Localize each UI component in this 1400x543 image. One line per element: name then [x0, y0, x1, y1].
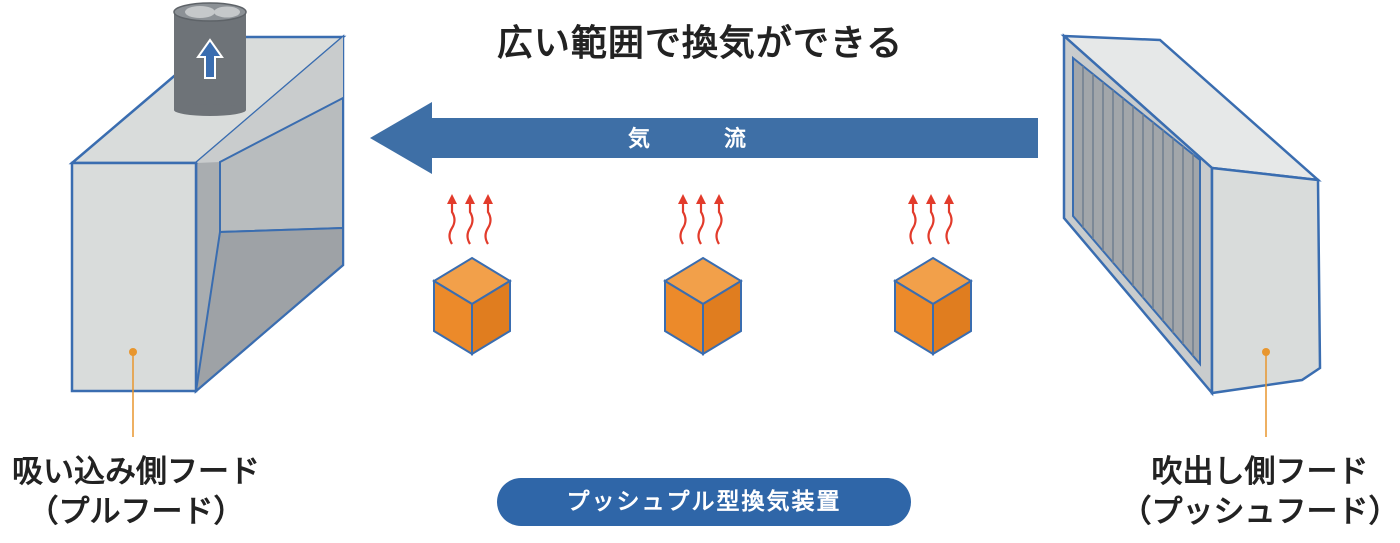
caption-pill: プッシュプル型換気装置: [497, 478, 911, 526]
heat-wave-icon: [447, 194, 493, 245]
heat-source-2: [663, 194, 743, 356]
airflow-arrow: [370, 102, 1038, 174]
push-hood-label: 吹出し側フード （プッシュフード）: [1120, 452, 1400, 532]
heat-wave-icon: [908, 194, 954, 245]
push-hood: [1060, 33, 1322, 437]
pull-hood-label-line2: （プルフード）: [27, 494, 245, 530]
pull-hood-label-line1: 吸い込み側フード: [12, 454, 260, 490]
exhaust-duct: [173, 2, 247, 116]
up-arrow-icon: [196, 38, 224, 79]
pull-hood-label: 吸い込み側フード （プルフード）: [0, 452, 272, 532]
airflow-label: 気 流: [627, 127, 772, 152]
cube-icon: [663, 256, 743, 356]
heat-source-1: [432, 194, 512, 356]
diagram-title: 広い範囲で換気ができる: [496, 23, 904, 64]
pull-hood: [68, 34, 347, 437]
heat-wave-icon: [678, 194, 724, 245]
push-hood-label-line2: （プッシュフード）: [1120, 494, 1400, 530]
push-hood-label-line1: 吹出し側フード: [1151, 454, 1369, 490]
cube-icon: [893, 256, 973, 356]
heat-source-3: [893, 194, 973, 356]
cube-icon: [432, 256, 512, 356]
